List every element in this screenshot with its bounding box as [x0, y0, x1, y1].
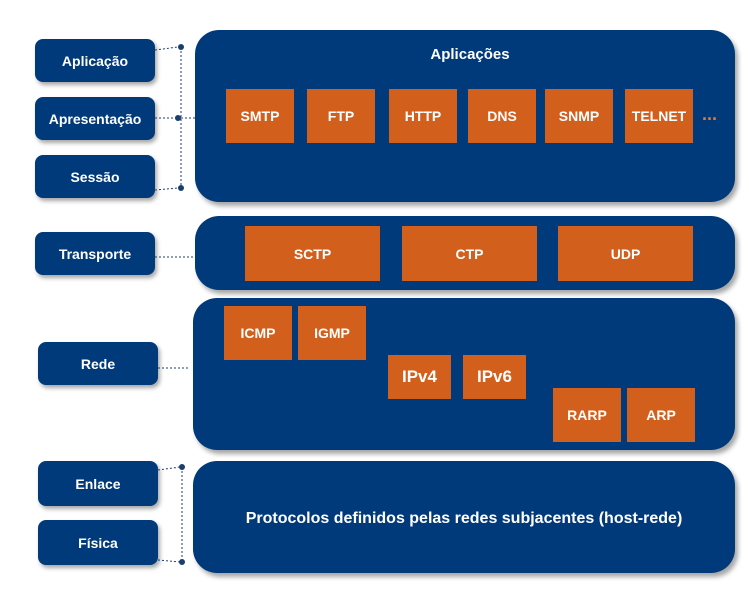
connector-dot [175, 115, 181, 121]
connector-dot [178, 185, 184, 191]
layer-apresentacao: Apresentação [35, 97, 155, 140]
link-panel-text: Protocolos definidos pelas redes subjace… [245, 510, 683, 527]
layer-transporte-label: Transporte [58, 245, 132, 262]
connector-dot [179, 559, 185, 565]
protocol-http: HTTP [389, 89, 457, 143]
layer-fisica: Física [38, 520, 158, 565]
layer-rede-label: Rede [80, 355, 116, 372]
link-panel [193, 461, 735, 573]
layer-enlace: Enlace [38, 461, 158, 506]
protocol-udp: UDP [558, 226, 693, 281]
layer-sessao: Sessão [35, 155, 155, 198]
connector-dot [179, 464, 185, 470]
protocol-sctp: SCTP [245, 226, 380, 281]
application-panel-title: Aplicações [430, 46, 510, 63]
layer-enlace-label: Enlace [75, 475, 121, 492]
connector-app-top [154, 46, 179, 51]
connector-link-top [157, 466, 181, 471]
protocol-arp: ARP [627, 388, 695, 442]
protocol-smtp: SMTP [226, 89, 294, 143]
layer-transporte: Transporte [35, 232, 155, 275]
protocol-igmp: IGMP [298, 306, 366, 360]
protocol-telnet: TELNET [625, 89, 693, 143]
layer-sessao-label: Sessão [70, 168, 120, 185]
protocol-icmp: ICMP [224, 306, 292, 360]
connector-link-bottom [157, 559, 181, 563]
layer-fisica-label: Física [78, 534, 118, 551]
layer-aplicacao-label: Aplicação [61, 52, 129, 69]
connector-app-bottom [154, 187, 179, 191]
protocol-ctp: CTP [402, 226, 537, 281]
protocol-rarp: RARP [553, 388, 621, 442]
protocol-snmp: SNMP [545, 89, 613, 143]
protocol-more: ... [702, 104, 718, 124]
protocol-ipv6: IPv6 [463, 355, 526, 399]
protocol-ftp: FTP [307, 89, 375, 143]
protocol-ipv4: IPv4 [388, 355, 451, 399]
protocol-dns: DNS [468, 89, 536, 143]
layer-aplicacao: Aplicação [35, 39, 155, 82]
layer-rede: Rede [38, 342, 158, 385]
layer-apresentacao-label: Apresentação [48, 110, 142, 127]
connector-dot [178, 44, 184, 50]
